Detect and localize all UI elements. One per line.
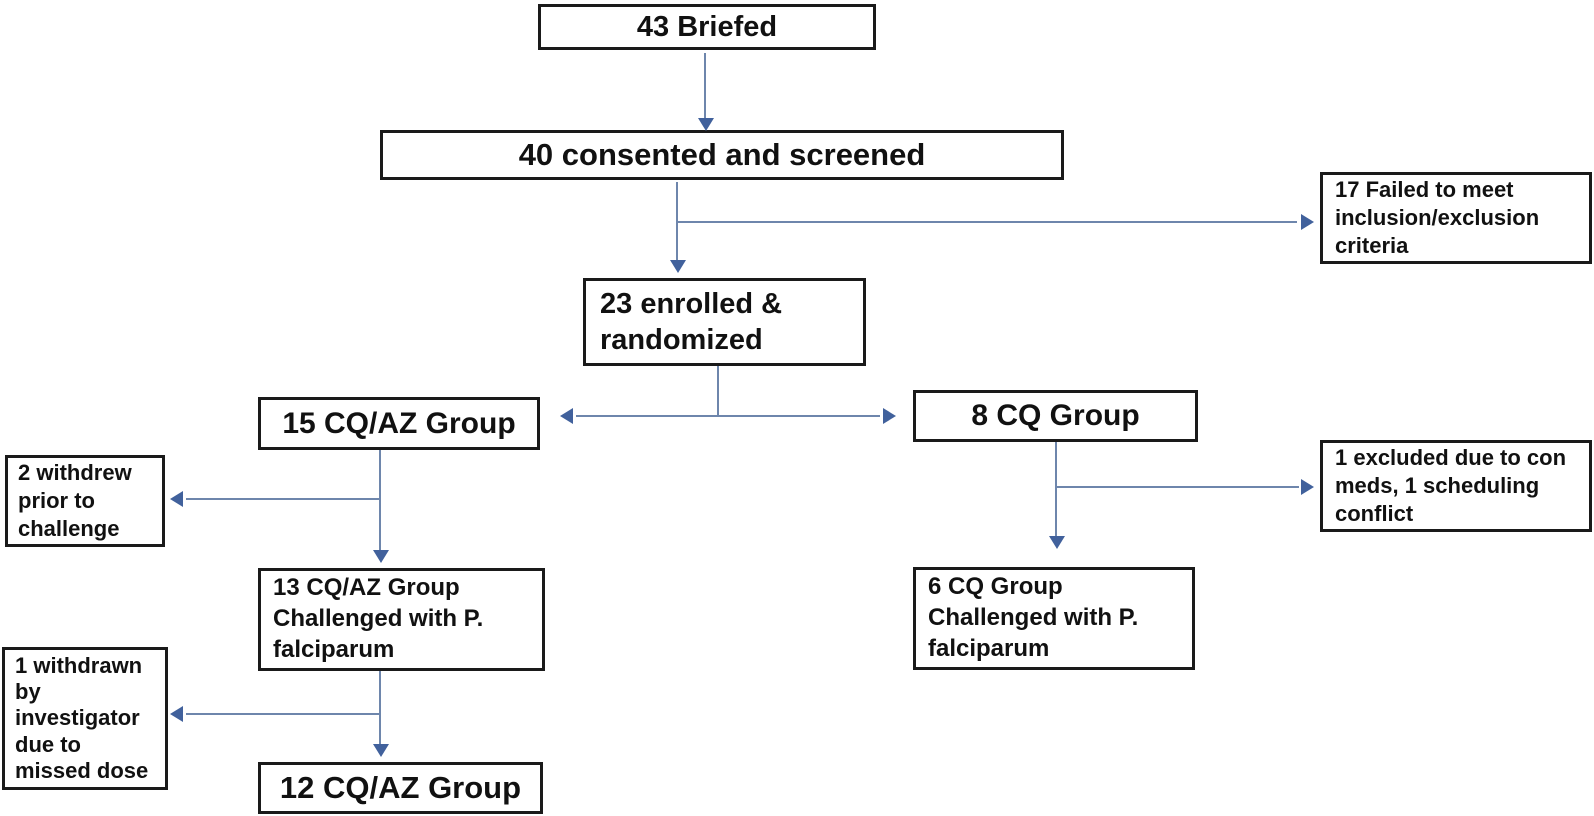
connector-challenged13-to-cqaz12 [379, 671, 381, 745]
flow-node-cq-group-8: 8 CQ Group [913, 390, 1198, 442]
flow-node-cqaz-group-12-label: 12 CQ/AZ Group [279, 770, 522, 805]
flow-node-cqaz-group-15-label: 15 CQ/AZ Group [282, 406, 516, 440]
flow-node-cqaz-challenged-13: 13 CQ/AZ Group Challenged with P. falcip… [258, 568, 545, 671]
arrowhead-left-icon [170, 706, 183, 722]
flow-node-enrolled-randomized-label: 23 enrolled & randomized [600, 287, 783, 356]
flow-node-failed-inclusion-label: 17 Failed to meet inclusion/exclusion cr… [1335, 177, 1540, 258]
flow-node-cqaz-group-15: 15 CQ/AZ Group [258, 397, 540, 450]
flow-node-briefed-label: 43 Briefed [636, 10, 778, 43]
connector-enrolled-split-stem [717, 366, 719, 416]
flow-node-excluded-conmeds-label: 1 excluded due to con meds, 1 scheduling… [1335, 445, 1567, 526]
arrowhead-down-icon [670, 260, 686, 273]
flow-node-excluded-conmeds: 1 excluded due to con meds, 1 scheduling… [1320, 440, 1592, 532]
connector-cq8-to-excluded [1056, 486, 1299, 488]
arrowhead-right-icon [883, 408, 896, 424]
connector-cqaz15-to-withdrew2 [186, 498, 380, 500]
arrowhead-right-icon [1301, 214, 1314, 230]
flow-node-cqaz-challenged-13-label: 13 CQ/AZ Group Challenged with P. falcip… [273, 574, 484, 663]
connector-cqaz15-to-challenged13 [379, 450, 381, 551]
connector-cq8-to-challenged6 [1055, 442, 1057, 537]
flow-node-withdrew-prior: 2 withdrew prior to challenge [5, 455, 165, 547]
flow-node-cqaz-group-12: 12 CQ/AZ Group [258, 762, 543, 814]
flow-node-briefed: 43 Briefed [538, 4, 876, 50]
arrowhead-down-icon [1049, 536, 1065, 549]
connector-briefed-to-consented [704, 53, 706, 119]
flow-node-cq-group-8-label: 8 CQ Group [971, 399, 1140, 432]
flow-node-cq-challenged-6: 6 CQ Group Challenged with P. falciparum [913, 567, 1195, 670]
flow-node-failed-inclusion: 17 Failed to meet inclusion/exclusion cr… [1320, 172, 1592, 264]
connector-challenged13-to-withdrawn1 [186, 713, 380, 715]
arrowhead-left-icon [170, 491, 183, 507]
arrowhead-down-icon [373, 550, 389, 563]
flow-node-enrolled-randomized: 23 enrolled & randomized [583, 278, 866, 366]
flow-node-consented: 40 consented and screened [380, 130, 1064, 180]
connector-consented-to-failed [677, 221, 1297, 223]
arrowhead-left-icon [560, 408, 573, 424]
flow-node-cq-challenged-6-label: 6 CQ Group Challenged with P. falciparum [928, 573, 1139, 662]
arrowhead-down-icon [698, 118, 714, 131]
arrowhead-down-icon [373, 744, 389, 757]
flow-node-withdrawn-investigator-label: 1 withdrawn by investigator due to misse… [15, 652, 149, 784]
flow-node-withdrawn-investigator: 1 withdrawn by investigator due to misse… [2, 647, 168, 790]
connector-enrolled-split-bar [576, 415, 880, 417]
flow-node-consented-label: 40 consented and screened [518, 137, 926, 172]
flow-node-withdrew-prior-label: 2 withdrew prior to challenge [18, 460, 132, 541]
arrowhead-right-icon [1301, 479, 1314, 495]
